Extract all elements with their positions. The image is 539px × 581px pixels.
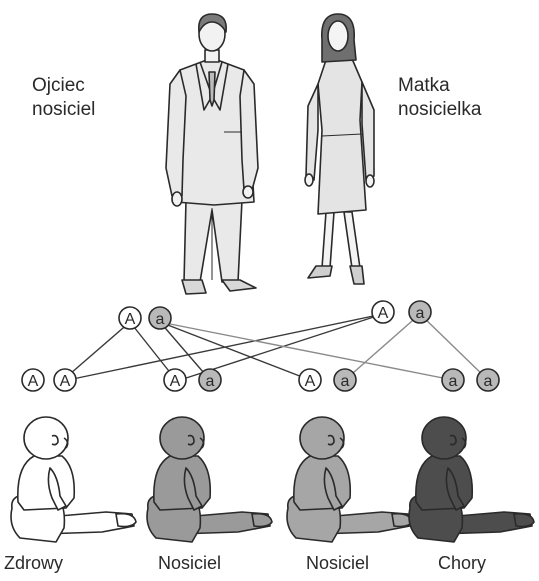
child-1-label: Zdrowy <box>4 553 64 573</box>
child-2-figure <box>146 416 273 543</box>
child-2-label: Nosiciel <box>158 553 222 573</box>
mother-allele-2 <box>408 300 432 324</box>
child-3-alleles: A a <box>298 368 357 392</box>
father-allele-2-text: a <box>156 311 165 328</box>
child-3-allele-2 <box>333 368 357 392</box>
mother-label: Matka nosicielka <box>398 75 482 120</box>
mother-allele-1-text: A <box>378 305 389 322</box>
father-alleles: A a <box>118 306 172 330</box>
mother-allele-1 <box>371 300 395 324</box>
child-4-alleles: a a <box>441 368 500 392</box>
father-allele-1-text: A <box>125 311 136 328</box>
child-1-allele-2-text: A <box>60 373 71 390</box>
child-1-figure <box>10 416 137 543</box>
father-allele-2 <box>148 306 172 330</box>
child-3-figure <box>286 416 413 543</box>
father-label: Ojciec nosiciel <box>32 75 96 120</box>
inheritance-lines <box>62 313 489 381</box>
mother-figure <box>304 13 375 285</box>
child-3-allele-1-text: A <box>305 373 316 390</box>
child-2-allele-2-text: a <box>206 373 215 390</box>
child-4-figure <box>408 416 535 543</box>
child-1-allele-1 <box>21 368 45 392</box>
child-3-allele-2-text: a <box>341 373 350 390</box>
child-2-allele-1 <box>163 368 187 392</box>
child-2-allele-1-text: A <box>170 373 181 390</box>
child-4-allele-2 <box>476 368 500 392</box>
child-1-allele-2 <box>53 368 77 392</box>
child-3-allele-1 <box>298 368 322 392</box>
child-3-label: Nosiciel <box>306 553 370 573</box>
mother-alleles: A a <box>371 300 432 324</box>
father-allele-1 <box>118 306 142 330</box>
child-4-allele-1-text: a <box>449 373 458 390</box>
child-4-label: Chory <box>438 553 487 573</box>
child-4-allele-1 <box>441 368 465 392</box>
child-2-alleles: A a <box>163 368 222 392</box>
mother-allele-2-text: a <box>416 305 425 322</box>
child-1-alleles: A A <box>21 368 77 392</box>
child-2-allele-2 <box>198 368 222 392</box>
child-1-allele-1-text: A <box>28 373 39 390</box>
father-figure <box>165 13 259 295</box>
child-4-allele-2-text: a <box>484 373 493 390</box>
